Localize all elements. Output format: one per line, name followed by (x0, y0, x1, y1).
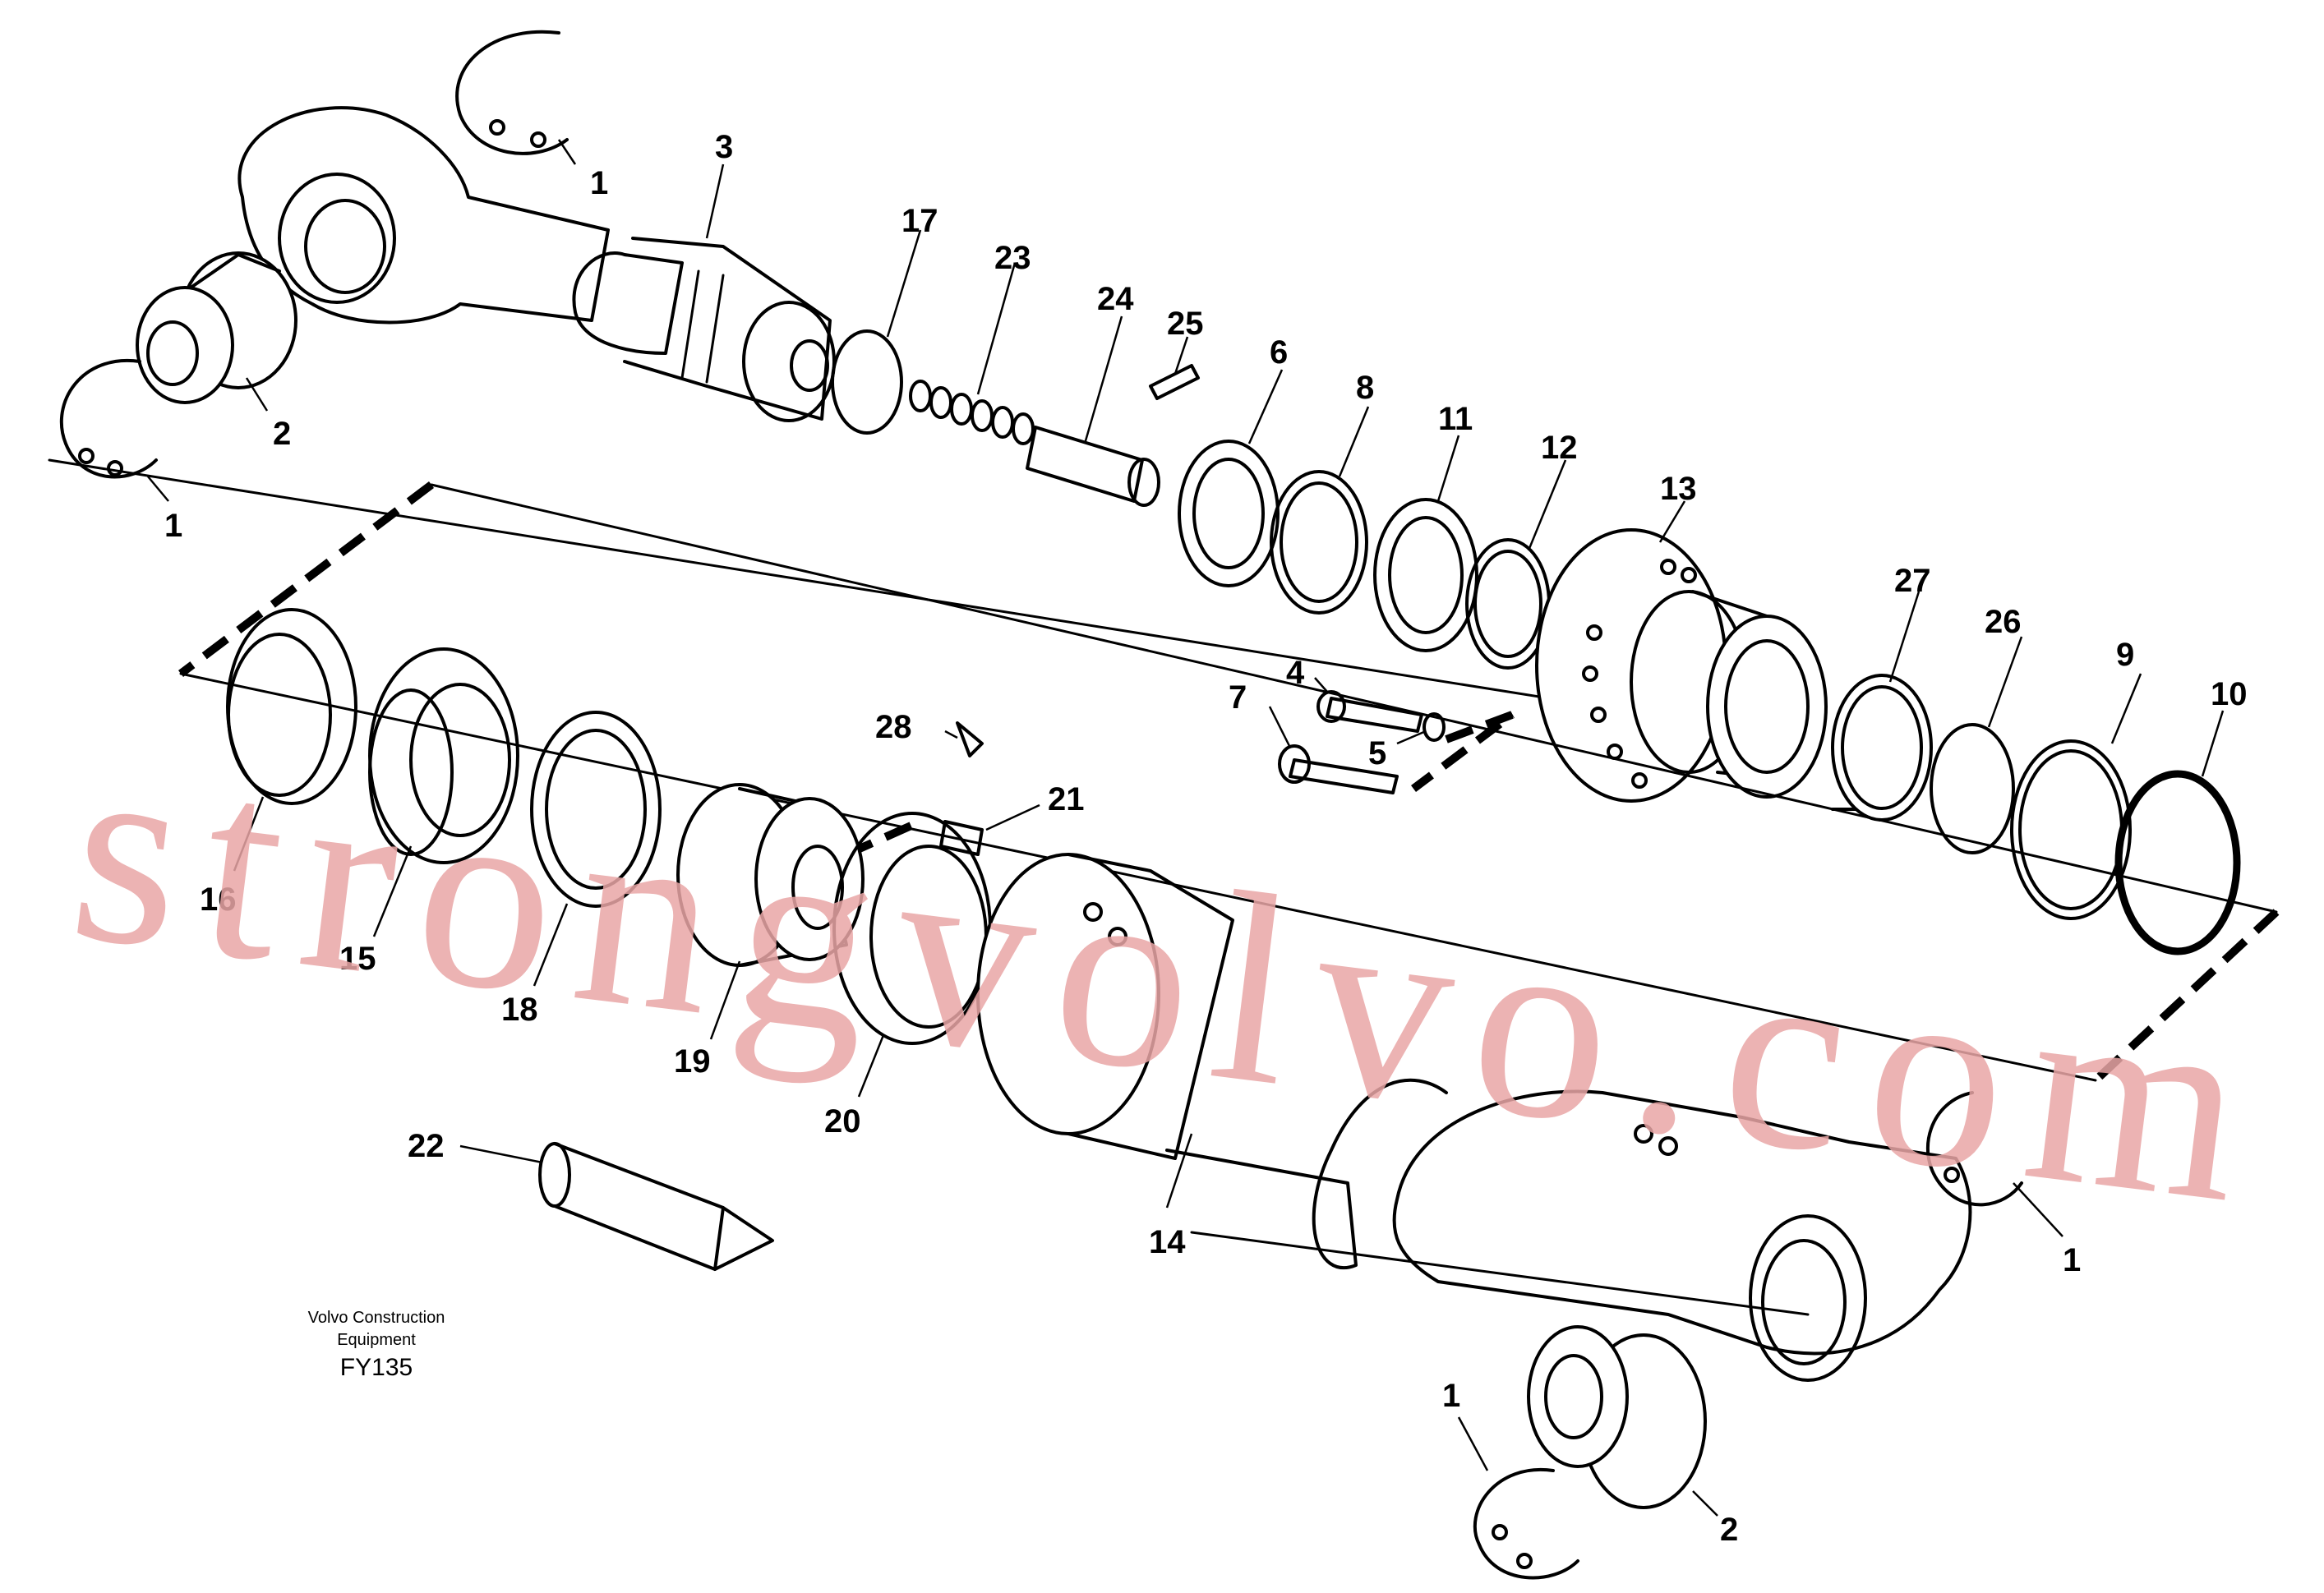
cylinder-tube (976, 853, 1448, 1270)
piston-rod-part (572, 237, 836, 422)
label-1-bottom: 1 (1442, 1378, 1460, 1414)
label-16: 16 (200, 882, 237, 918)
set-screw (939, 820, 984, 856)
dashed-line-screws (1411, 711, 1515, 792)
label-7: 7 (1229, 679, 1247, 716)
rod-eye-bottom (1392, 1089, 1972, 1382)
rod-eye-top (237, 106, 610, 325)
seal-rings-right (1930, 723, 2241, 955)
circlip-right (1925, 1091, 2023, 1207)
label-1-top: 1 (590, 165, 608, 201)
label-26: 26 (1985, 604, 2022, 640)
label-1-right: 1 (2063, 1242, 2081, 1278)
assembly-tool (538, 1142, 774, 1271)
dashed-line-left (178, 481, 435, 677)
label-6: 6 (1270, 334, 1288, 371)
circlip-top (455, 30, 569, 155)
label-28: 28 (875, 709, 912, 745)
circlip-left (59, 358, 158, 479)
o-ring (831, 329, 903, 435)
wiper-ring (226, 608, 357, 805)
label-25: 25 (1167, 306, 1204, 342)
guide-ring (368, 647, 519, 864)
label-20: 20 (824, 1103, 861, 1140)
label-8: 8 (1356, 370, 1374, 406)
cylinder-head (1535, 528, 1828, 803)
label-11: 11 (1438, 401, 1473, 437)
label-10: 10 (2211, 676, 2248, 712)
label-4: 4 (1286, 655, 1305, 691)
leader-lines (147, 139, 2225, 1517)
label-12: 12 (1541, 430, 1578, 466)
label-21: 21 (1048, 781, 1085, 817)
label-1-left: 1 (164, 508, 182, 544)
label-13: 13 (1660, 471, 1697, 507)
check-valve (1026, 426, 1160, 507)
spring (909, 380, 1035, 445)
bearing-bottom (1527, 1325, 1707, 1509)
circlip-bottom (1473, 1467, 1579, 1580)
credit-line-1: Volvo Construction (308, 1309, 445, 1327)
label-9: 9 (2116, 637, 2134, 673)
bushing (1831, 674, 1933, 822)
label-18: 18 (501, 992, 538, 1028)
piston (676, 783, 865, 967)
seal-rings-upper (1178, 440, 1551, 670)
label-5: 5 (1368, 735, 1386, 771)
label-24: 24 (1097, 281, 1134, 317)
label-27: 27 (1894, 563, 1931, 599)
drawing-code: FY135 (340, 1354, 413, 1381)
label-14: 14 (1149, 1224, 1186, 1260)
label-19: 19 (674, 1043, 711, 1080)
label-17: 17 (901, 203, 938, 239)
label-23: 23 (994, 240, 1031, 276)
bearing-top (136, 251, 297, 404)
watermark-text: strongvolvo.com (58, 696, 2281, 1262)
label-2-top: 2 (273, 416, 291, 452)
piston-seal (530, 711, 662, 908)
label-15: 15 (339, 941, 376, 977)
credit-line-2: Equipment (337, 1331, 416, 1349)
label-3: 3 (715, 129, 733, 165)
pin (1149, 364, 1200, 400)
label-22: 22 (408, 1128, 445, 1164)
screws (1278, 690, 1446, 794)
label-2-bottom: 2 (1720, 1512, 1738, 1548)
part-labels: 1 1 1 1 2 2 3 4 5 6 7 8 9 10 11 12 13 14… (164, 129, 2248, 1548)
credit-block: Volvo Construction Equipment FY135 (308, 1309, 445, 1381)
grease-nipple (956, 721, 984, 757)
